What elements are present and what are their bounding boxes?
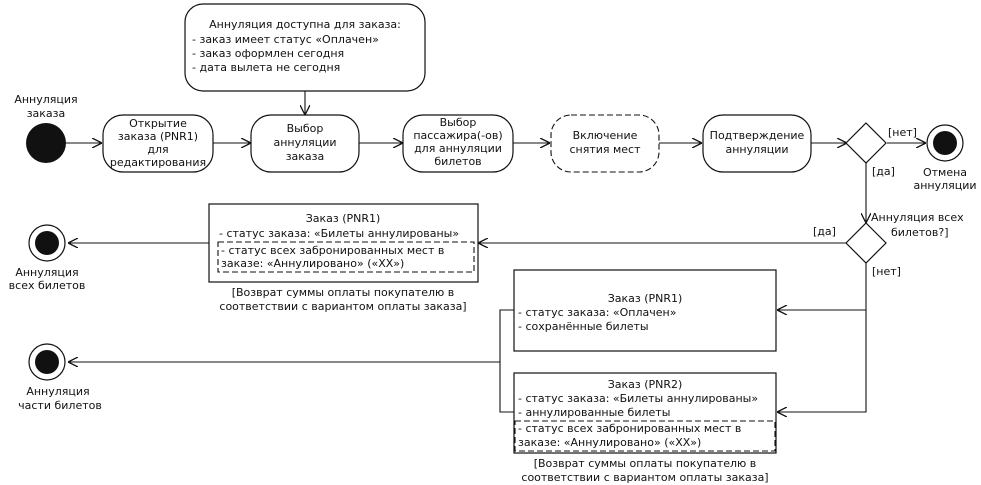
action-choose-cancel: Выбор аннуляции заказа <box>250 114 360 173</box>
end-label-1: Аннуляция <box>26 385 89 398</box>
guard-question-1: Аннуляция всех <box>871 211 964 224</box>
action-box <box>250 114 360 173</box>
order-line-1: - статус заказа: «Билеты аннулированы» <box>518 392 758 405</box>
seat-status-1: - статус всех забронированных мест в <box>221 244 444 257</box>
note-line-1: - заказ имеет статус «Оплачен» <box>192 33 379 46</box>
decision-all-tickets <box>845 222 887 264</box>
end-node-part-tickets: Аннуляция части билетов <box>18 343 102 412</box>
order-box-all-cancelled: Заказ (PNR1) - статус заказа: «Билеты ан… <box>208 203 479 313</box>
seat-status-frame <box>514 420 776 452</box>
order-line-2: - сохранённые билеты <box>518 320 649 333</box>
action-text: билетов <box>434 155 481 168</box>
seat-status-2: заказе: «Аннулировано» («XX») <box>221 257 404 270</box>
start-label-1: Аннуляция <box>14 93 77 106</box>
action-text: Подтверждение <box>710 129 805 142</box>
note-box <box>184 3 426 92</box>
order-box <box>513 372 777 454</box>
refund-caption-2: соответствии с вариантом оплаты заказа] <box>219 300 466 313</box>
start-node: Аннуляция заказа <box>14 93 78 163</box>
decision-confirm <box>845 122 887 164</box>
end-label-2: аннуляции <box>913 179 976 192</box>
refund-caption-1: [Возврат суммы оплаты покупателю в <box>534 457 757 470</box>
action-text: для <box>147 143 168 156</box>
end-label-1: Аннуляция <box>15 266 78 279</box>
order-line-2: - аннулированные билеты <box>518 406 670 419</box>
end-node-abort: Отмена аннуляции <box>913 124 977 192</box>
action-choose-passengers: Выбор пассажира(-ов) для аннуляции билет… <box>402 114 514 173</box>
action-text: Выбор <box>287 122 324 135</box>
action-box <box>102 114 214 173</box>
edge-no-pnr2 <box>777 263 867 412</box>
final-node-dot <box>35 350 59 374</box>
action-text: Открытие <box>129 117 187 130</box>
action-text: заказа <box>286 150 325 163</box>
action-text: пассажира(-ов) <box>413 129 502 142</box>
action-text: аннуляции <box>725 143 788 156</box>
final-node-dot <box>933 131 957 155</box>
action-box <box>702 114 812 173</box>
order-status: - статус заказа: «Билеты аннулированы» <box>219 227 459 240</box>
action-text: заказа (PNR1) <box>118 130 198 143</box>
order-title: Заказ (PNR1) <box>608 292 683 305</box>
action-box <box>550 114 660 173</box>
action-include-seats: Включение снятия мест <box>550 114 660 173</box>
seat-status-1: - статус всех забронированных мест в <box>518 422 741 435</box>
order-box-pnr1-remaining: Заказ (PNR1) - статус заказа: «Оплачен» … <box>513 269 777 352</box>
guard-no-top: [нет] <box>888 126 917 139</box>
end-label-2: части билетов <box>18 399 102 412</box>
action-text: Выбор <box>440 116 477 129</box>
order-box-pnr2-cancelled: Заказ (PNR2) - статус заказа: «Билеты ан… <box>513 372 777 484</box>
seat-status-frame <box>217 241 475 273</box>
final-node-dot <box>35 231 59 255</box>
end-node-all-tickets: Аннуляция всех билетов <box>9 224 86 292</box>
action-text: Включение <box>573 129 638 142</box>
guard-yes-all: [да] <box>813 225 836 238</box>
action-box <box>402 114 514 173</box>
order-line-1: - статус заказа: «Оплачен» <box>518 306 676 319</box>
connectors <box>66 91 926 412</box>
edge-join-boxes <box>499 309 514 413</box>
order-box <box>513 269 777 352</box>
end-label-2: всех билетов <box>9 279 86 292</box>
order-title: Заказ (PNR2) <box>608 378 683 391</box>
guard-question-2: билетов?] <box>891 226 948 239</box>
action-confirm: Подтверждение аннуляции <box>702 114 812 173</box>
note-line-2: - заказ оформлен сегодня <box>192 47 344 60</box>
note-line-3: - дата вылета не сегодня <box>192 61 340 74</box>
action-text: редактирования <box>110 156 206 169</box>
end-label-1: Отмена <box>923 166 967 179</box>
refund-caption-2: соответствии с вариантом оплаты заказа] <box>521 471 768 484</box>
order-title: Заказ (PNR1) <box>306 212 381 225</box>
action-text: аннуляции <box>273 136 336 149</box>
start-label-2: заказа <box>27 107 66 120</box>
note-title: Аннуляция доступна для заказа: <box>209 18 401 31</box>
availability-note: Аннуляция доступна для заказа: - заказ и… <box>184 3 426 92</box>
refund-caption-1: [Возврат суммы оплаты покупателю в <box>232 286 455 299</box>
guard-no-all: [нет] <box>872 265 901 278</box>
guard-yes-top: [да] <box>872 165 895 178</box>
seat-status-2: заказе: «Аннулировано» («XX») <box>518 436 701 449</box>
action-text: для аннуляции <box>414 142 502 155</box>
initial-node <box>26 123 66 163</box>
order-box <box>208 203 479 283</box>
action-text: снятия мест <box>569 143 641 156</box>
action-open-order: Открытие заказа (PNR1) для редактировани… <box>102 114 214 173</box>
